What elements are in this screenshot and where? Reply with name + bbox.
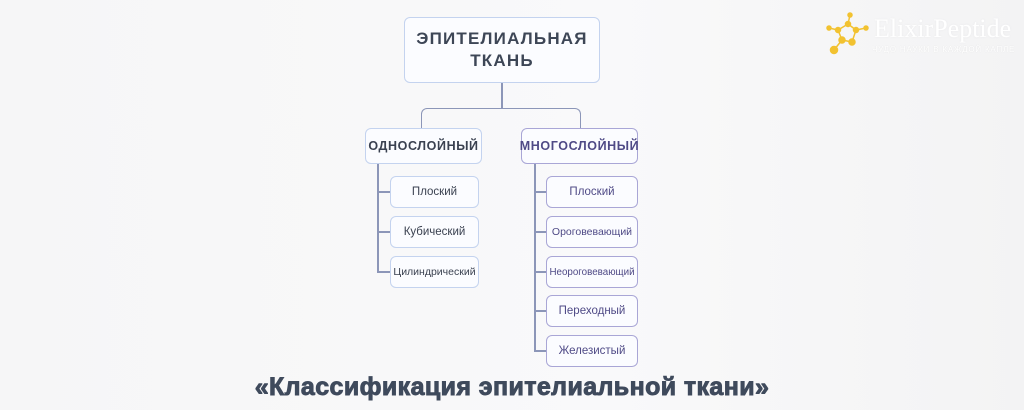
root-node: ЭПИТЕЛИАЛЬНАЯ ТКАНЬ xyxy=(404,17,600,83)
caption: «Классификация эпителиальной ткани» xyxy=(254,373,770,402)
multi-layer-node: МНОГОСЛОЙНЫЙ xyxy=(520,128,639,164)
connector xyxy=(377,271,390,273)
logo-tagline: Чудо науки в каждой капле xyxy=(872,45,1016,54)
multi-leaf: Плоский xyxy=(546,176,638,208)
connector xyxy=(534,310,546,312)
molecule-icon xyxy=(826,12,869,55)
connector xyxy=(534,231,546,233)
single-leaf: Цилиндрический xyxy=(390,256,479,288)
logo-name: ElixirPeptide xyxy=(874,14,1012,43)
connector xyxy=(534,191,546,193)
connector xyxy=(377,231,390,233)
single-layer-node: ОДНОСЛОЙНЫЙ xyxy=(365,128,482,164)
root-line2: ТКАНЬ xyxy=(470,51,534,70)
single-leaf: Плоский xyxy=(390,176,479,208)
multi-leaf: Переходный xyxy=(546,295,638,327)
connector xyxy=(534,164,536,351)
multi-leaf: Железистый xyxy=(546,335,638,367)
connector xyxy=(501,83,503,109)
single-leaf: Кубический xyxy=(390,216,479,248)
connector xyxy=(377,164,379,272)
connector xyxy=(421,108,581,128)
multi-leaf: Неороговевающий xyxy=(546,256,638,288)
connector xyxy=(534,271,546,273)
logo: ElixirPeptide Чудо науки в каждой капле xyxy=(826,12,1016,56)
connector xyxy=(377,191,390,193)
multi-leaf: Ороговевающий xyxy=(546,216,638,248)
root-line1: ЭПИТЕЛИАЛЬНАЯ xyxy=(416,29,588,48)
connector xyxy=(534,350,546,352)
